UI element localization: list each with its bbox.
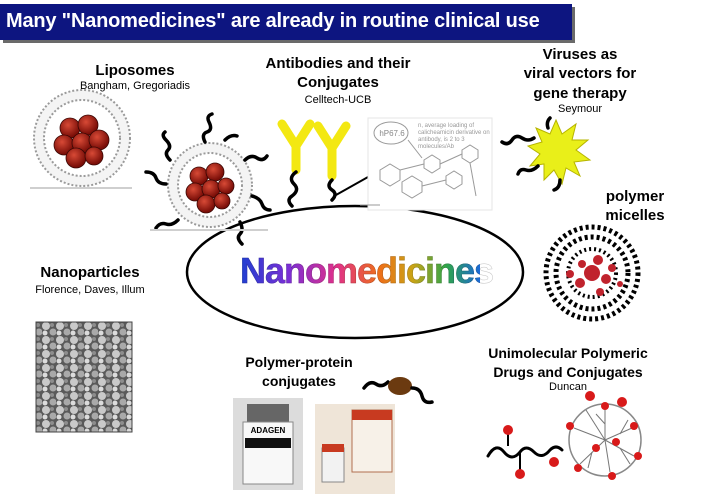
micelles-label-line1: polymer xyxy=(605,188,665,205)
polymer-protein-icon xyxy=(362,377,434,405)
viruses-label-line3: gene therapy xyxy=(533,85,627,102)
nanoparticles-label: Nanoparticles xyxy=(40,264,140,281)
center-ellipse xyxy=(185,204,525,340)
antibodies-label-line1: Antibodies and their xyxy=(265,55,411,72)
viruses-authors: Seymour xyxy=(557,103,603,115)
viruses-label-line1: Viruses as xyxy=(542,46,618,63)
liposomes-authors: Bangham, Gregoriadis xyxy=(79,80,191,92)
stealth-liposome-icon xyxy=(144,112,272,246)
title-bar: Many "Nanomedicines" are already in rout… xyxy=(0,4,572,40)
vial-label: ADAGEN xyxy=(250,426,286,435)
slide-title: Many "Nanomedicines" are already in rout… xyxy=(6,10,540,32)
drug-box-photo xyxy=(315,404,395,494)
liposomes-label: Liposomes xyxy=(95,62,175,79)
micelles-label-line2: micelles xyxy=(605,207,665,224)
virus-icon xyxy=(500,116,592,192)
polymer-protein-label-line2: conjugates xyxy=(262,373,336,389)
polymer-drug-conjugate-icon xyxy=(486,425,564,479)
adagen-vial-photo xyxy=(233,398,303,490)
conjugate-note: n, average loading of calicheamicin deri… xyxy=(418,123,490,150)
antibodies-label-line2: Conjugates xyxy=(297,74,379,91)
unimolecular-authors: Duncan xyxy=(549,381,587,393)
liposome-icon xyxy=(30,89,132,189)
unimolecular-label-line2: Drugs and Conjugates xyxy=(493,364,643,380)
center-title: Nanomedicines xyxy=(240,250,495,292)
viruses-label-line2: viral vectors for xyxy=(523,65,637,82)
nanoparticles-image xyxy=(36,322,132,432)
nanoparticles-authors: Florence, Daves, Illum xyxy=(35,284,145,296)
antibodies-authors: Celltech-UCB xyxy=(304,94,372,106)
antibody-tag: hP67.6 xyxy=(379,129,405,138)
dendrimer-icon xyxy=(566,402,642,480)
polymer-micelle-icon xyxy=(543,224,641,322)
polymer-protein-label-line1: Polymer-protein xyxy=(245,354,353,370)
conjugate-structure xyxy=(360,117,493,211)
unimolecular-label-line1: Unimolecular Polymeric xyxy=(488,345,648,361)
